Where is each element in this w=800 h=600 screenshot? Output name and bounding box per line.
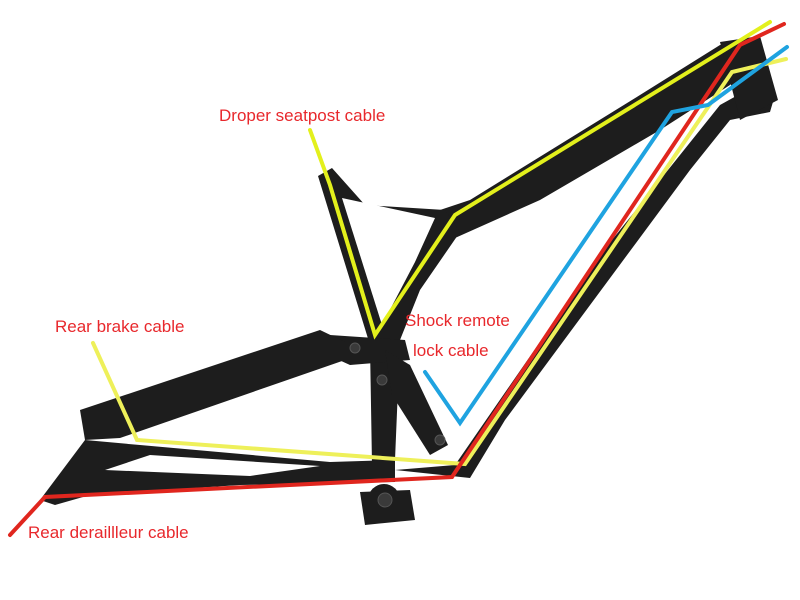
rear-derailleur-cable-route [8, 22, 786, 537]
shock-remote-label-line1: Shock remote [405, 311, 510, 330]
chain-stay-cutout [105, 455, 320, 476]
pivot-bolt [349, 342, 361, 354]
head-tube [720, 36, 778, 120]
pivot-bolt [434, 434, 446, 446]
rear-brake-cable-label: Rear brake cable [55, 317, 185, 336]
dropper-cable-label: Droper seatpost cable [219, 106, 386, 125]
seat-cluster-cutout [342, 198, 435, 325]
shock-lock-cable-route [423, 45, 789, 427]
bottom-bracket-mount [360, 490, 415, 525]
seat-stay [80, 330, 345, 440]
rear-brake-cable-route [91, 57, 788, 467]
pivot-bolt [376, 374, 388, 386]
dropper-cable-route [308, 20, 772, 340]
shock-remote-label-line2: lock cable [413, 341, 489, 360]
rear-shock [385, 350, 448, 455]
rear-derailleur-cable-label: Rear deraillleur cable [28, 523, 189, 542]
top-tube [440, 40, 760, 238]
pivot-bolt [377, 492, 393, 508]
